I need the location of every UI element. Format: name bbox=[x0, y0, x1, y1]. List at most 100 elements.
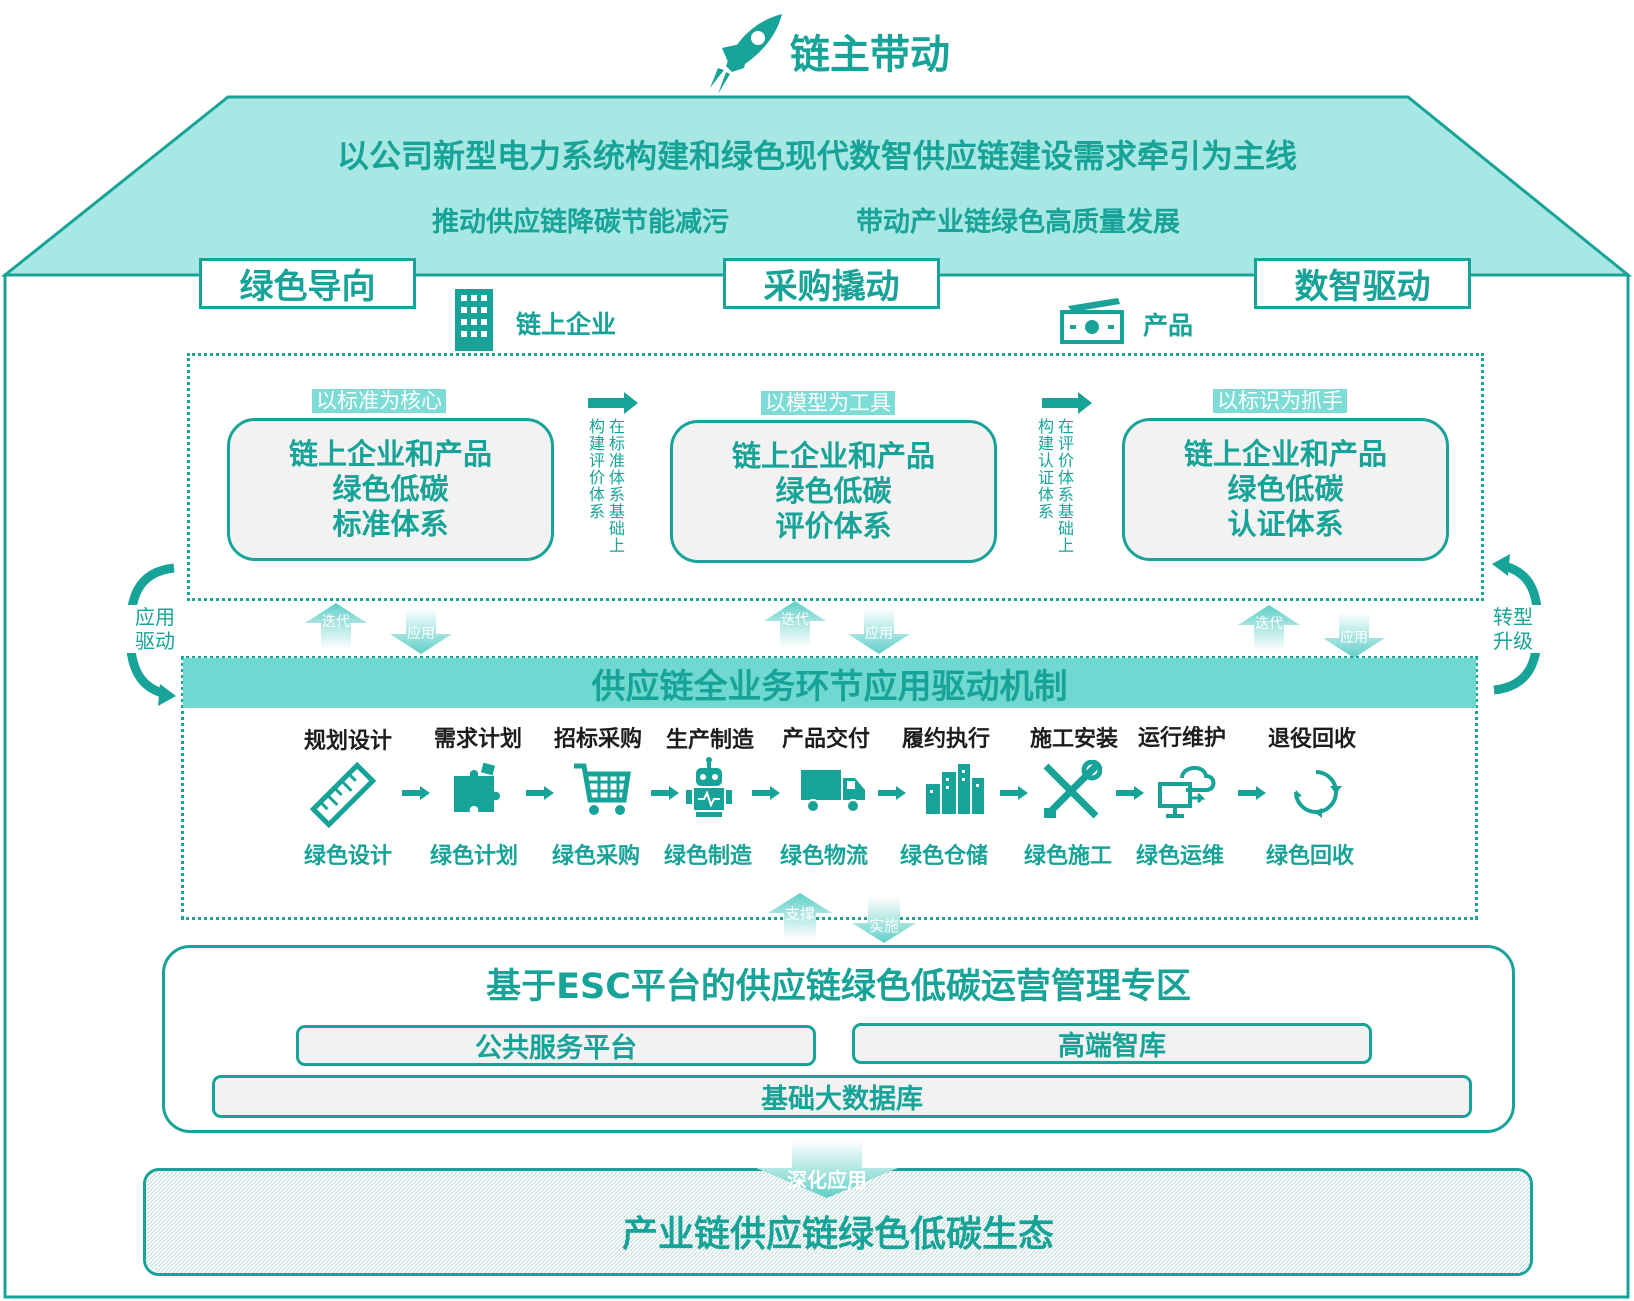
stage-arrow-icon bbox=[752, 785, 780, 804]
stage-bottom-label: 绿色采购 bbox=[552, 844, 641, 869]
robot-icon bbox=[686, 756, 732, 818]
tools-icon bbox=[1040, 759, 1103, 822]
stage-arrow-icon bbox=[1000, 785, 1028, 804]
stage-bottom-label: 绿色仓储 bbox=[900, 844, 989, 869]
subject-enterprise-label: 链上企业 bbox=[516, 310, 617, 339]
high-end-think-tank: 高端智库 bbox=[852, 1023, 1372, 1064]
support-label: 支撑 bbox=[784, 905, 815, 923]
recycle-icon bbox=[1290, 766, 1342, 818]
stage-top-label: 施工安装 bbox=[1030, 727, 1119, 752]
system-tag-text: 以标识为抓手 bbox=[1213, 389, 1347, 413]
stage-arrow-icon bbox=[526, 785, 554, 804]
side-label-left: 应用 驱动 bbox=[126, 605, 184, 653]
subtitle-right: 带动产业链绿色高质量发展 bbox=[856, 207, 1180, 238]
system-line: 链上企业和产品 bbox=[288, 437, 492, 471]
support-arrow: 支撑 bbox=[768, 893, 832, 939]
side-label-line: 转型 bbox=[1493, 605, 1533, 629]
cart-icon bbox=[572, 760, 632, 818]
system-line: 绿色低碳 bbox=[775, 474, 892, 508]
system-line: 绿色低碳 bbox=[332, 472, 449, 506]
link-text-2b: 构建认证体系 bbox=[1038, 417, 1055, 521]
apply-arrow-3: 应用 bbox=[1323, 612, 1385, 658]
truck-icon bbox=[799, 766, 867, 814]
apply-arrow-1: 应用 bbox=[390, 608, 452, 654]
platform-title: 基于ESC平台的供应链绿色低碳运营管理专区 bbox=[486, 966, 1191, 1007]
stage-arrow-icon bbox=[651, 785, 679, 804]
system-line: 链上企业和产品 bbox=[731, 439, 935, 473]
pillar-green-orientation: 绿色导向 bbox=[199, 258, 416, 309]
system-tag-text: 以模型为工具 bbox=[761, 391, 895, 415]
stage-top-label: 生产制造 bbox=[666, 728, 755, 753]
implement-arrow: 实施 bbox=[852, 897, 916, 943]
link-text-1a: 在标准体系基础上 bbox=[609, 417, 626, 555]
system-line: 认证体系 bbox=[1227, 507, 1344, 541]
system-tag-model: 以模型为工具 bbox=[761, 387, 895, 417]
apply-label: 应用 bbox=[1340, 630, 1368, 646]
apply-arrow-2: 应用 bbox=[848, 608, 910, 654]
stage-top-label: 招标采购 bbox=[554, 727, 643, 752]
iterate-label: 迭代 bbox=[1255, 616, 1283, 632]
iterate-arrow-2: 迭代 bbox=[764, 601, 826, 647]
subject-product-label: 产品 bbox=[1143, 311, 1194, 340]
system-tag-standard: 以标准为核心 bbox=[312, 385, 446, 415]
public-service-platform: 公共服务平台 bbox=[296, 1025, 816, 1066]
certification-system-box: 链上企业和产品 绿色低碳 认证体系 bbox=[1122, 418, 1449, 561]
mechanism-region bbox=[181, 656, 1478, 920]
stage-top-label: 退役回收 bbox=[1268, 727, 1357, 752]
side-label-line: 驱动 bbox=[135, 629, 175, 653]
pillar-digital-drive: 数智驱动 bbox=[1254, 258, 1471, 309]
side-label-line: 升级 bbox=[1493, 629, 1533, 653]
puzzle-icon bbox=[450, 760, 506, 816]
mainline-text: 以公司新型电力系统构建和绿色现代数智供应链建设需求牵引为主线 bbox=[336, 137, 1297, 175]
stage-bottom-label: 绿色制造 bbox=[664, 844, 753, 869]
stage-arrow-icon bbox=[1238, 785, 1266, 804]
system-line: 绿色低碳 bbox=[1227, 472, 1344, 506]
deepen-arrow: 深化应用 bbox=[756, 1140, 898, 1198]
stage-top-label: 产品交付 bbox=[782, 727, 871, 752]
stage-bottom-label: 绿色运维 bbox=[1136, 844, 1225, 869]
warehouse-icon bbox=[924, 760, 986, 816]
deepen-label: 深化应用 bbox=[787, 1168, 867, 1192]
side-label-right: 转型 升级 bbox=[1484, 605, 1542, 653]
system-line: 链上企业和产品 bbox=[1183, 437, 1387, 471]
banknote-icon bbox=[1058, 296, 1126, 346]
link-text-2a: 在评价体系基础上 bbox=[1058, 417, 1075, 555]
stage-bottom-label: 绿色施工 bbox=[1024, 844, 1113, 869]
ruler-icon bbox=[309, 761, 377, 829]
stage-bottom-label: 绿色计划 bbox=[430, 844, 519, 869]
link-text-1b: 构建评价体系 bbox=[589, 417, 606, 521]
stage-arrow-icon bbox=[1116, 785, 1144, 804]
system-region bbox=[187, 353, 1484, 601]
apply-label: 应用 bbox=[865, 626, 893, 642]
ecology-title: 产业链供应链绿色低碳生态 bbox=[621, 1214, 1054, 1255]
system-tag-text: 以标准为核心 bbox=[312, 389, 446, 413]
cloud-monitor-icon bbox=[1156, 760, 1218, 820]
iterate-label: 迭代 bbox=[322, 614, 350, 630]
stage-top-label: 运行维护 bbox=[1138, 726, 1227, 751]
standard-system-box: 链上企业和产品 绿色低碳 标准体系 bbox=[227, 418, 554, 561]
right-arrow-icon bbox=[1042, 392, 1092, 414]
stage-top-label: 规划设计 bbox=[304, 729, 393, 754]
basic-big-database: 基础大数据库 bbox=[212, 1075, 1472, 1118]
stage-top-label: 履约执行 bbox=[902, 727, 991, 752]
building-icon bbox=[453, 287, 495, 353]
page-title: 链主带动 bbox=[790, 32, 950, 78]
system-line: 标准体系 bbox=[332, 507, 449, 541]
stage-arrow-icon bbox=[878, 785, 906, 804]
stage-bottom-label: 绿色物流 bbox=[780, 844, 869, 869]
evaluation-system-box: 链上企业和产品 绿色低碳 评价体系 bbox=[670, 420, 997, 563]
iterate-arrow-1: 迭代 bbox=[305, 603, 367, 649]
implement-label: 实施 bbox=[868, 917, 899, 935]
system-line: 评价体系 bbox=[775, 509, 892, 543]
apply-label: 应用 bbox=[407, 626, 435, 642]
rocket-icon bbox=[696, 8, 788, 96]
mechanism-title: 供应链全业务环节应用驱动机制 bbox=[183, 658, 1476, 708]
stage-arrow-icon bbox=[402, 785, 430, 804]
right-arrow-icon bbox=[588, 392, 638, 414]
iterate-label: 迭代 bbox=[781, 612, 809, 628]
system-tag-label: 以标识为抓手 bbox=[1213, 385, 1347, 415]
stage-bottom-label: 绿色回收 bbox=[1266, 844, 1355, 869]
side-label-line: 应用 bbox=[135, 605, 175, 629]
iterate-arrow-3: 迭代 bbox=[1238, 605, 1300, 651]
